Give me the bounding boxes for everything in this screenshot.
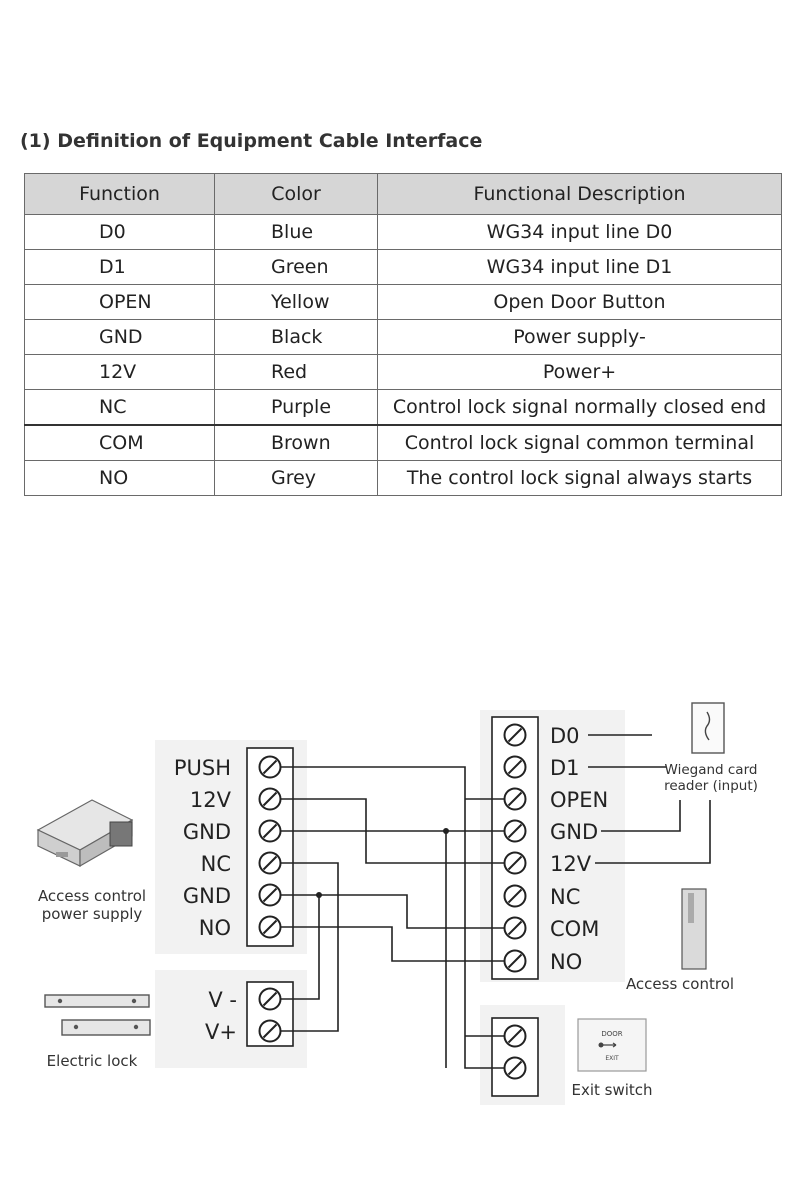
terminal-label-12v: 12V	[190, 788, 232, 812]
screw-icon	[258, 755, 282, 779]
wire-gnd-com	[281, 894, 505, 929]
cell-function: OPEN	[24, 284, 215, 320]
terminal-label-gnd: GND	[183, 820, 231, 844]
screw-icon	[503, 723, 527, 747]
table-row: 12V Red Power+	[24, 354, 782, 390]
terminal-label-gnd: GND	[183, 884, 231, 908]
wires	[281, 734, 711, 1069]
screw-icon	[258, 987, 282, 1011]
exit-plate-door-text: DOOR	[601, 1030, 622, 1038]
cell-description: Power supply-	[377, 319, 782, 355]
cell-color: Purple	[214, 389, 378, 426]
terminal-label-v-minus: V -	[208, 988, 237, 1012]
terminal-label-nc: NC	[550, 885, 580, 909]
cell-color: Red	[214, 354, 378, 390]
wiring-diagram: PUSH 12V GND NC GND NO V - V+ D0 D1 OPEN…	[36, 702, 758, 1105]
terminal-label-no: NO	[199, 916, 231, 940]
caption-reader: Wiegand card	[665, 762, 758, 778]
cell-color: Brown	[214, 424, 378, 461]
cell-color: Black	[214, 319, 378, 355]
table-header-row: Function Color Functional Description	[24, 173, 782, 215]
screw-icon	[258, 883, 282, 907]
screw-icon	[503, 1024, 527, 1048]
table-row: COM Brown Control lock signal common ter…	[24, 424, 782, 461]
screw-icon	[503, 851, 527, 875]
wire-push-exit	[281, 766, 505, 1069]
cell-function: NO	[24, 460, 215, 496]
header-color: Color	[214, 173, 378, 215]
terminal-label-gnd: GND	[550, 820, 598, 844]
wire-nc-lock	[281, 862, 339, 1032]
screw-icon	[503, 1056, 527, 1080]
terminal-label-nc: NC	[201, 852, 231, 876]
screw-icon	[258, 787, 282, 811]
table-row: D0 Blue WG34 input line D0	[24, 214, 782, 250]
screw-icon	[503, 916, 527, 940]
caption-power-supply: power supply	[42, 905, 143, 923]
cell-description: Control lock signal common terminal	[377, 424, 782, 461]
caption-exit-switch: Exit switch	[571, 1081, 652, 1099]
terminal-label-push: PUSH	[174, 756, 231, 780]
cell-color: Yellow	[214, 284, 378, 320]
screw-icon	[503, 884, 527, 908]
screw-icon	[503, 949, 527, 973]
junction-dot	[316, 892, 322, 898]
table-row: GND Black Power supply-	[24, 319, 782, 355]
cell-description: Open Door Button	[377, 284, 782, 320]
terminal-label-d0: D0	[550, 724, 580, 748]
caption-access-control: Access control	[626, 975, 734, 993]
table-row: OPEN Yellow Open Door Button	[24, 284, 782, 320]
table-row: NO Grey The control lock signal always s…	[24, 460, 782, 496]
cell-description: WG34 input line D1	[377, 249, 782, 285]
cell-description: WG34 input line D0	[377, 214, 782, 250]
power-terminal-strip	[246, 747, 294, 947]
terminal-label-d1: D1	[550, 756, 580, 780]
cell-function: COM	[24, 424, 215, 461]
screw-icon	[258, 915, 282, 939]
cell-description: Control lock signal normally closed end	[377, 389, 782, 426]
screw-icon	[258, 851, 282, 875]
cell-color: Green	[214, 249, 378, 285]
terminal-label-no: NO	[550, 950, 582, 974]
cell-function: NC	[24, 389, 215, 426]
cell-description: Power+	[377, 354, 782, 390]
electric-lock-icon	[44, 994, 151, 1036]
caption-electric-lock: Electric lock	[47, 1052, 138, 1070]
cell-function: 12V	[24, 354, 215, 390]
caption-reader: reader (input)	[664, 778, 758, 794]
card-reader-icon	[691, 702, 725, 754]
cell-function: D0	[24, 214, 215, 250]
exit-plate-exit-text: EXIT	[605, 1055, 619, 1062]
cell-function: D1	[24, 249, 215, 285]
power-supply-device	[36, 799, 134, 868]
cell-color: Blue	[214, 214, 378, 250]
table-row: NC Purple Control lock signal normally c…	[24, 389, 782, 426]
junction-dot	[443, 828, 449, 834]
cable-interface-table: Function Color Functional Description D0…	[24, 173, 782, 496]
header-description: Functional Description	[377, 173, 782, 215]
terminal-label-open: OPEN	[550, 788, 608, 812]
wire-no	[281, 926, 505, 962]
caption-power-supply: Access control	[38, 887, 146, 905]
terminal-label-com: COM	[550, 917, 599, 941]
access-control-icon	[681, 888, 707, 970]
screw-icon	[258, 819, 282, 843]
wire-reader-12v	[595, 800, 711, 864]
screw-icon	[503, 755, 527, 779]
cell-color: Grey	[214, 460, 378, 496]
table-row: D1 Green WG34 input line D1	[24, 249, 782, 285]
screw-icon	[503, 787, 527, 811]
wire-reader-gnd	[601, 800, 681, 832]
section-heading: (1) Definition of Equipment Cable Interf…	[20, 130, 483, 152]
wire-gnd-lock	[281, 895, 320, 1000]
terminal-label-12v: 12V	[550, 852, 592, 876]
cell-function: GND	[24, 319, 215, 355]
header-function: Function	[24, 173, 215, 215]
cell-description: The control lock signal always starts	[377, 460, 782, 496]
screw-icon	[503, 819, 527, 843]
exit-switch-icon: DOOR EXIT	[577, 1018, 647, 1072]
terminal-label-v-plus: V+	[205, 1020, 237, 1044]
screw-icon	[258, 1019, 282, 1043]
